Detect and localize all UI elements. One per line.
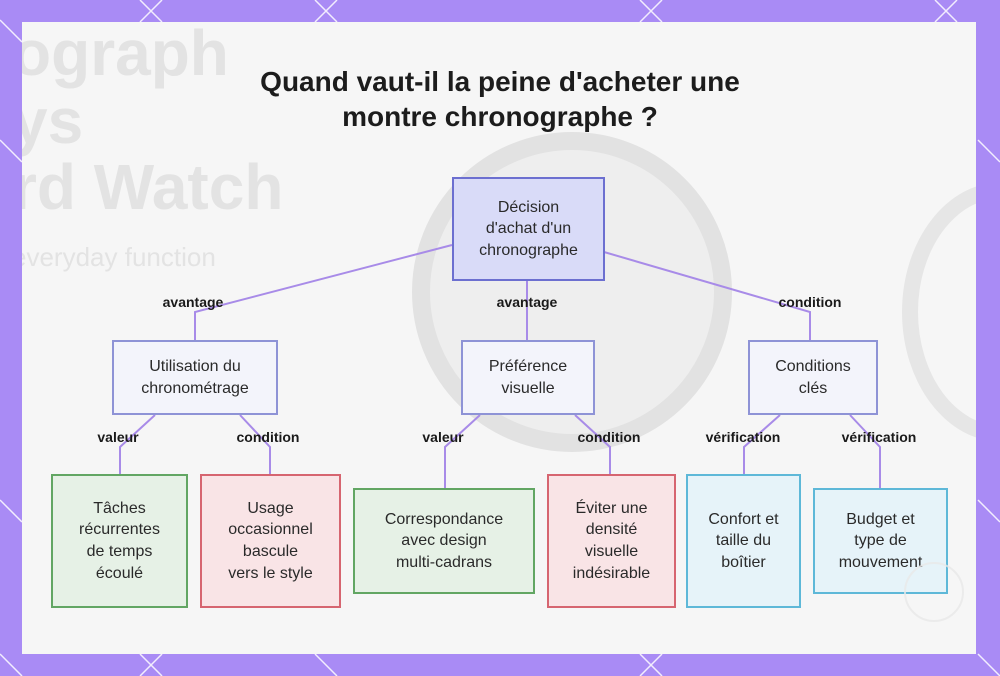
edge-label: valeur (422, 429, 464, 445)
node-text-line: avec design (401, 532, 487, 550)
edge-label: vérification (705, 429, 781, 445)
connector-conditions-confort (743, 414, 781, 474)
connector-conditions-budget (849, 414, 881, 488)
node-text-line: Budget et (846, 510, 915, 528)
node-text-line: vers le style (228, 564, 313, 582)
node-text-line: clés (798, 379, 828, 397)
node-text-line: boîtier (721, 553, 766, 571)
node-correspondance-design: Correspondance avec design multi-cadrans (353, 488, 535, 594)
node-text-line: Éviter une (575, 499, 648, 517)
watermark-line: rd Watch (22, 151, 284, 223)
node-text-line: Confort et (708, 510, 779, 528)
connector-preference-eviter (574, 414, 611, 474)
watermark-line: ys (22, 85, 84, 157)
diagram-title: Quand vaut-il la peine d'acheter une mon… (0, 64, 1000, 134)
node-taches-recurrentes: Tâches récurrentes de temps écoulé (51, 474, 188, 608)
watermark-line: everyday function (22, 242, 216, 272)
node-text-line: Tâches (93, 499, 146, 517)
node-eviter-densite: Éviter une densité visuelle indésirable (547, 474, 676, 608)
connector-root-conditions (603, 251, 811, 340)
title-line: Quand vaut-il la peine d'acheter une (260, 66, 740, 97)
node-text-line: mouvement (838, 553, 923, 571)
node-text-line: densité (585, 521, 638, 539)
node-text-line: occasionnel (228, 521, 313, 539)
node-text-line: visuelle (501, 379, 555, 397)
node-conditions-cles: Conditions clés (748, 340, 878, 415)
connector-preference-correspondance (444, 414, 481, 488)
node-text-line: taille du (715, 532, 772, 550)
watermark-line: ograph (22, 22, 229, 89)
node-confort-taille: Confort et taille du boîtier (686, 474, 801, 608)
edge-label: condition (236, 429, 300, 445)
node-text-line: visuelle (584, 543, 639, 560)
node-text-line: Correspondance (384, 510, 504, 528)
node-text-line: écoulé (95, 564, 144, 582)
node-text-line: type de (854, 532, 907, 550)
edge-label: vérification (841, 429, 917, 445)
connector-utilisation-usage (239, 414, 271, 474)
node-text-line: bascule (242, 543, 299, 560)
brand-seal-icon (904, 562, 964, 622)
node-text-line: chronométrage (141, 379, 249, 397)
node-text-line: chronographe (479, 241, 578, 259)
node-text-line: d'achat d'un (485, 220, 572, 238)
node-text-line: indésirable (572, 564, 651, 582)
edge-label: condition (577, 429, 641, 445)
node-preference-visuelle: Préférence visuelle (461, 340, 595, 415)
node-root-decision: Décision d'achat d'un chronographe (452, 177, 605, 281)
node-text-line: Préférence (488, 357, 568, 375)
edge-label: avantage (162, 294, 224, 310)
node-text-line: Usage (247, 499, 294, 517)
node-usage-occasionnel: Usage occasionnel bascule vers le style (200, 474, 341, 608)
node-text-line: Décision (497, 198, 560, 216)
title-line: montre chronographe ? (342, 101, 658, 132)
edge-label: avantage (496, 294, 558, 310)
node-utilisation-chronometrage: Utilisation du chronométrage (112, 340, 278, 415)
node-text-line: de temps (86, 543, 153, 560)
connector-root-utilisation (194, 244, 453, 340)
edge-label: condition (778, 294, 842, 310)
node-text-line: récurrentes (79, 521, 160, 539)
node-text-line: Utilisation du (149, 357, 241, 375)
connector-utilisation-taches (119, 414, 156, 474)
node-text-line: multi-cadrans (395, 553, 492, 571)
edge-label: valeur (97, 429, 139, 445)
node-text-line: Conditions (775, 357, 851, 375)
node-budget-mouvement: Budget et type de mouvement (813, 488, 948, 594)
background-watermark: ograph ys rd Watch everyday function (22, 22, 976, 654)
